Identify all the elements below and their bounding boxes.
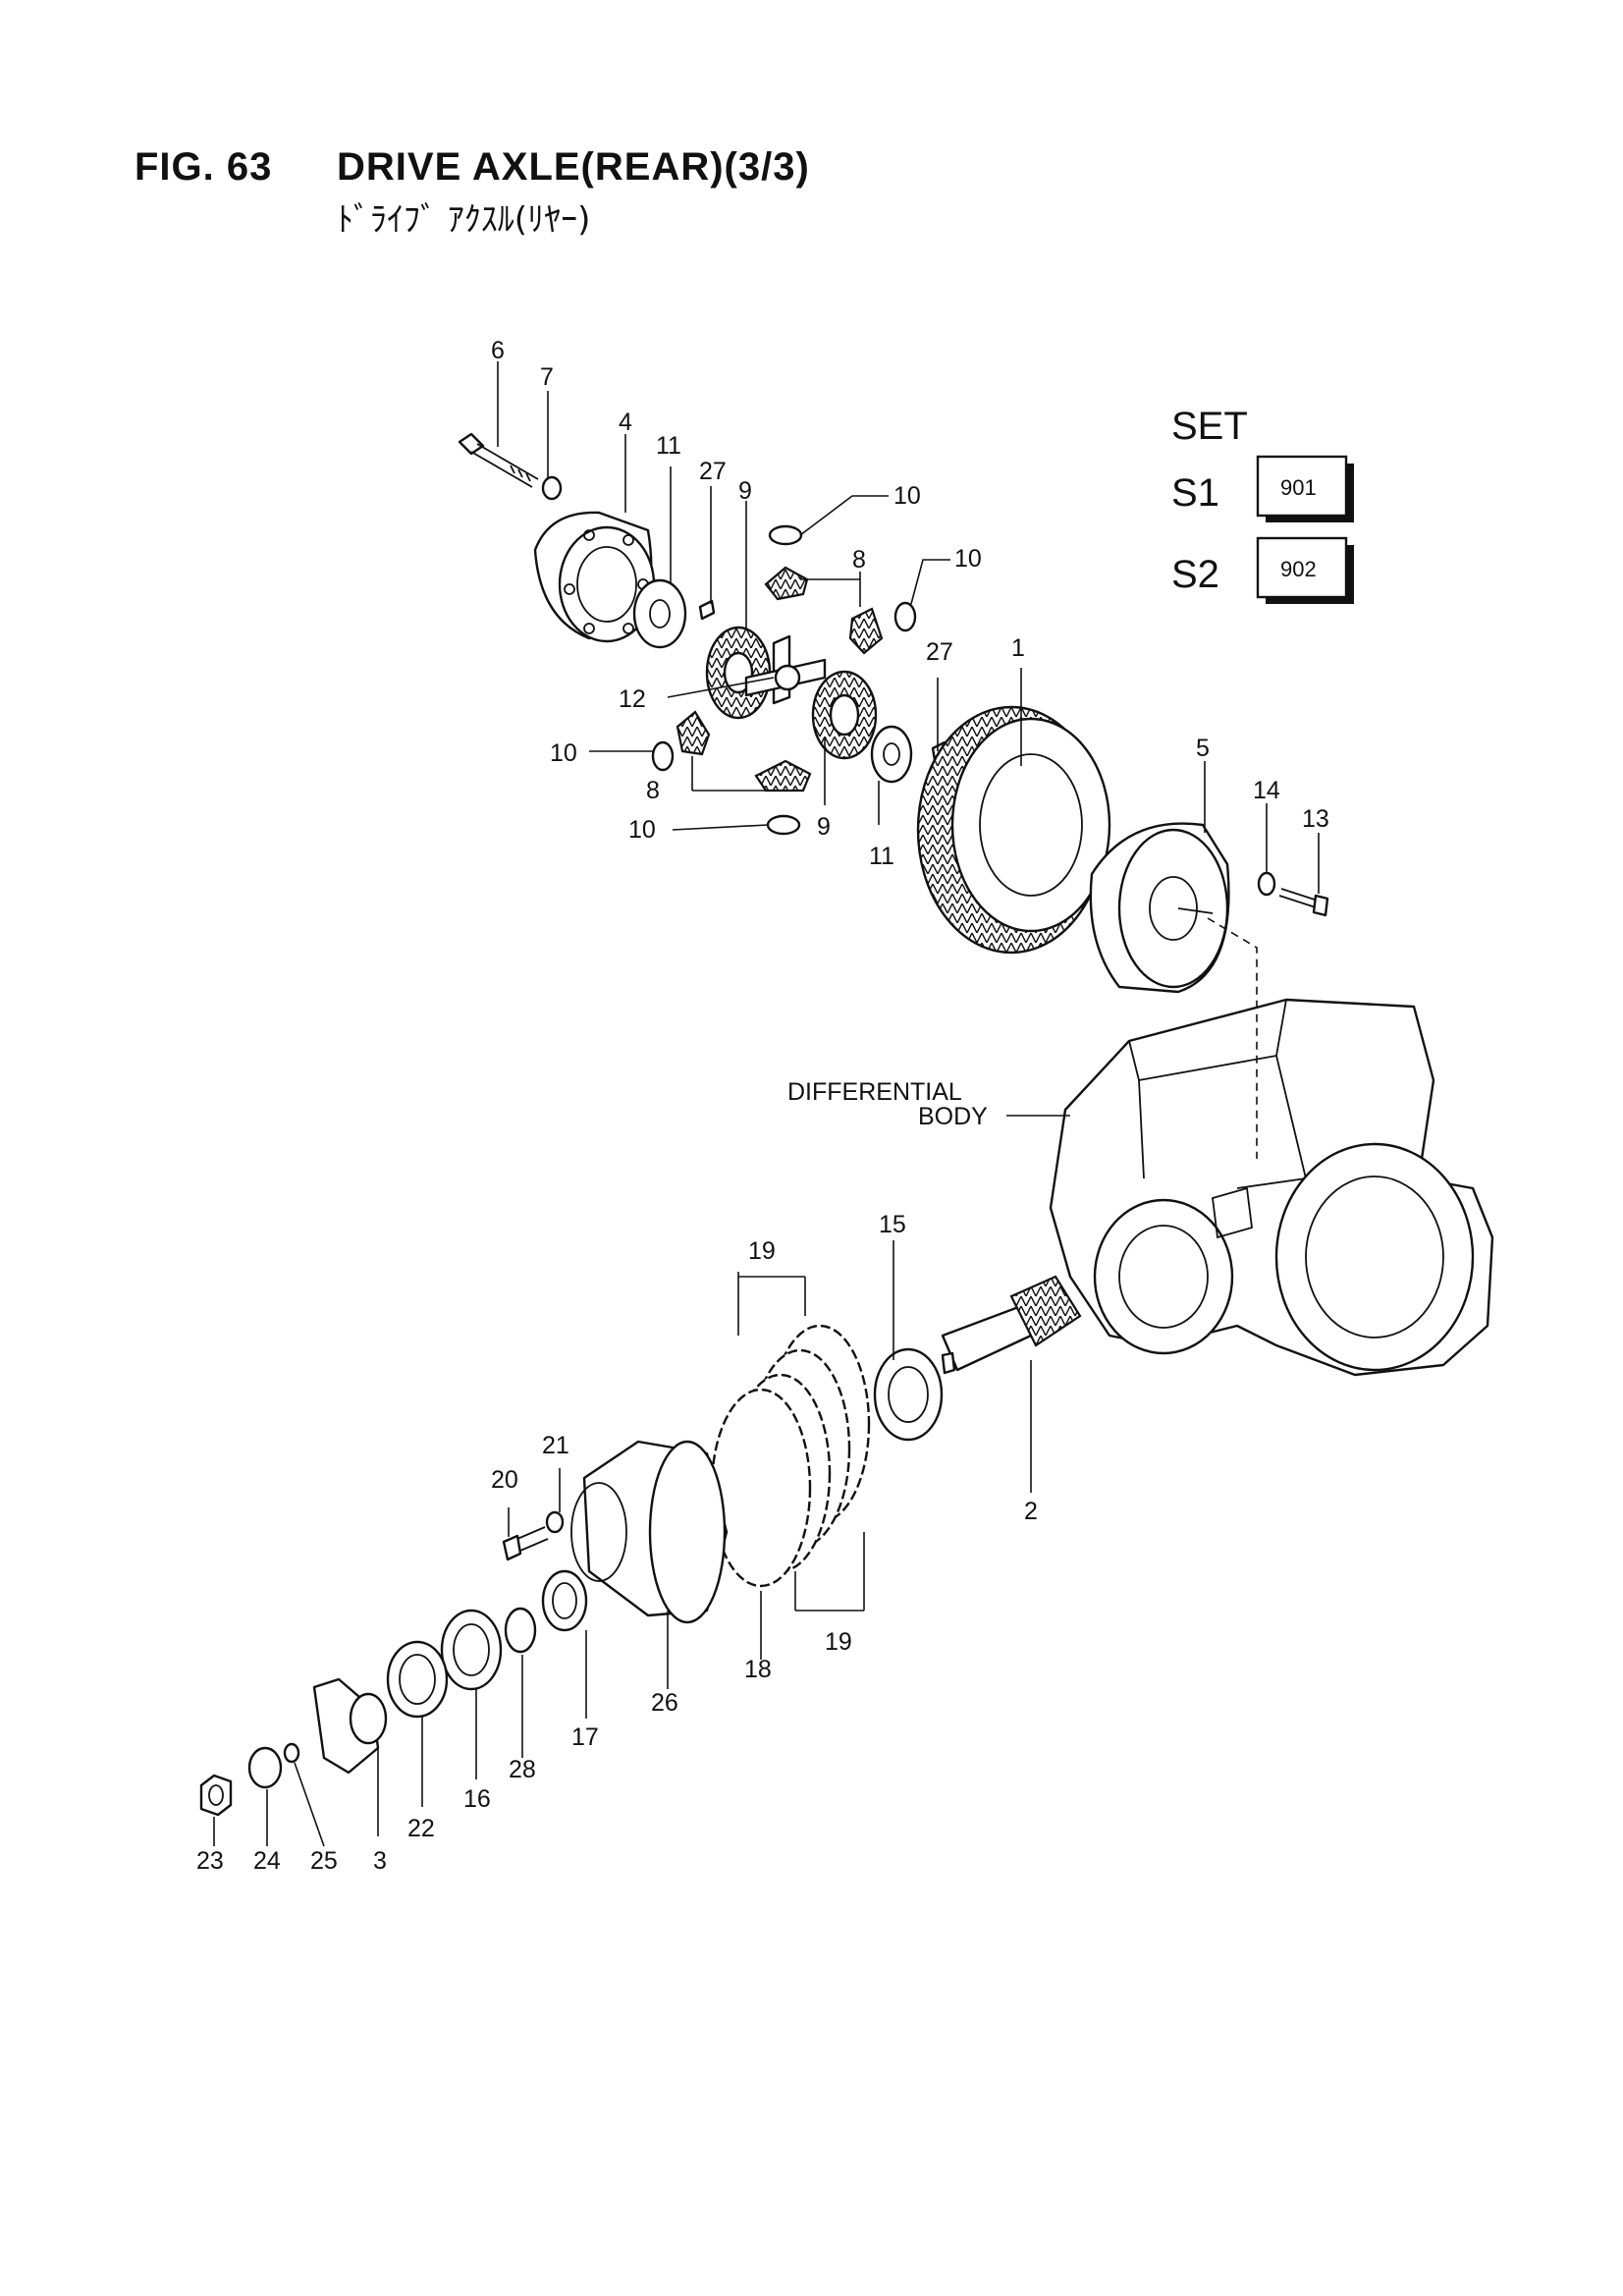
callout-25: 25: [310, 1847, 338, 1875]
pinion-gear-8-upper-a[interactable]: [764, 566, 809, 601]
callout-7: 7: [540, 363, 554, 391]
callout-24: 24: [253, 1847, 281, 1875]
set-label-s1: S1: [1171, 471, 1219, 515]
shims-19[interactable]: [710, 1324, 871, 1588]
side-gear-9-upper[interactable]: [705, 626, 772, 720]
pinion-gear-8-upper-b[interactable]: [848, 607, 884, 655]
thrust-washer-11-lower[interactable]: [870, 725, 913, 784]
set-box-s2[interactable]: 902: [1256, 536, 1354, 604]
o-ring-25[interactable]: [283, 1742, 300, 1764]
side-gear-9-lower[interactable]: [811, 670, 878, 760]
callout-4: 4: [619, 409, 632, 436]
callout-2: 2: [1024, 1498, 1038, 1525]
callout-20: 20: [491, 1466, 518, 1494]
washer-10-d[interactable]: [766, 814, 801, 836]
callout-22: 22: [407, 1815, 435, 1842]
callout-11-upper: 11: [656, 432, 681, 460]
seal-22[interactable]: [386, 1640, 449, 1719]
nut-23[interactable]: [199, 1774, 233, 1817]
callout-14: 14: [1253, 777, 1280, 804]
callout-18: 18: [744, 1656, 772, 1683]
callout-28: 28: [509, 1756, 536, 1783]
bolt-20[interactable]: [502, 1526, 549, 1561]
callout-21: 21: [542, 1432, 569, 1459]
set-heading: SET: [1171, 405, 1248, 448]
pinion-carrier-26[interactable]: [570, 1440, 729, 1624]
differential-body-label: DIFFERENTIAL BODY: [787, 1078, 1070, 1130]
body-label-line2: BODY: [918, 1103, 988, 1130]
diff-case-4[interactable]: [533, 511, 656, 643]
callout-15: 15: [879, 1211, 906, 1238]
spider-12[interactable]: [744, 634, 827, 705]
washer-24[interactable]: [247, 1746, 283, 1789]
pinion-gear-8-lower-a[interactable]: [676, 710, 711, 756]
callout-16: 16: [463, 1785, 491, 1813]
figure-title: DRIVE AXLE(REAR)(3/3): [337, 145, 810, 189]
set-code-s1: 901: [1280, 475, 1317, 500]
washer-14[interactable]: [1257, 871, 1276, 897]
callout-17: 17: [571, 1723, 599, 1751]
callout-12: 12: [619, 685, 646, 713]
washer-10-b[interactable]: [893, 601, 917, 632]
callout-23: 23: [196, 1847, 224, 1875]
body-label-line1: DIFFERENTIAL: [787, 1078, 962, 1106]
flange-yoke-3[interactable]: [312, 1677, 388, 1775]
callout-26: 26: [651, 1689, 678, 1717]
callout-5: 5: [1196, 735, 1210, 762]
callout-27-upper: 27: [699, 458, 727, 485]
callout-8-upper: 8: [852, 546, 866, 574]
bearing-16[interactable]: [440, 1609, 503, 1691]
set-legend: SET S1 S2 901 902: [1171, 405, 1354, 604]
callout-1: 1: [1011, 634, 1025, 662]
set-box-s1[interactable]: 901: [1256, 455, 1354, 522]
callout-10-b: 10: [954, 545, 982, 573]
figure-subtitle: ﾄﾞﾗｲﾌﾞ ｱｸｽﾙ(ﾘﾔｰ): [337, 200, 591, 240]
bolt-6[interactable]: [458, 432, 539, 488]
callout-19-upper: 19: [748, 1237, 776, 1265]
callout-10-c: 10: [550, 739, 577, 767]
oil-seal-17[interactable]: [541, 1569, 588, 1632]
callout-10-d: 10: [628, 816, 656, 844]
ring-28[interactable]: [504, 1607, 537, 1654]
leader-lines: [213, 361, 1320, 1847]
callout-6: 6: [491, 337, 505, 364]
washer-7[interactable]: [541, 475, 563, 501]
ring-gear-1[interactable]: [916, 705, 1111, 955]
callout-9-upper: 9: [738, 477, 752, 505]
pin-27-upper[interactable]: [698, 599, 716, 621]
callout-11-lower: 11: [869, 843, 894, 870]
set-code-s2: 902: [1280, 557, 1317, 581]
callout-10-a: 10: [893, 482, 921, 510]
set-label-s2: S2: [1171, 553, 1219, 596]
figure-number: FIG. 63: [135, 145, 273, 189]
pinion-shaft-2[interactable]: [941, 1275, 1082, 1375]
washer-10-a[interactable]: [768, 524, 803, 546]
callout-13: 13: [1302, 805, 1329, 833]
washer-10-c[interactable]: [651, 740, 675, 772]
bolt-13[interactable]: [1278, 888, 1329, 917]
callout-9-lower: 9: [817, 813, 831, 841]
callout-labels: 6 7 4 11 27 9 10 8 10 12 27 1 10 8 9 11 …: [196, 337, 1329, 1875]
diff-case-5[interactable]: [1089, 822, 1230, 994]
bearing-15[interactable]: [873, 1347, 944, 1442]
thrust-washer-11-upper[interactable]: [632, 578, 687, 649]
pinion-gear-8-lower-b[interactable]: [754, 759, 812, 793]
callout-8-lower: 8: [646, 777, 660, 804]
callout-3: 3: [373, 1847, 387, 1875]
differential-body-housing[interactable]: [1049, 998, 1494, 1377]
washer-21[interactable]: [545, 1510, 565, 1534]
callout-27-lower: 27: [926, 638, 953, 666]
callout-19-lower: 19: [825, 1628, 852, 1656]
